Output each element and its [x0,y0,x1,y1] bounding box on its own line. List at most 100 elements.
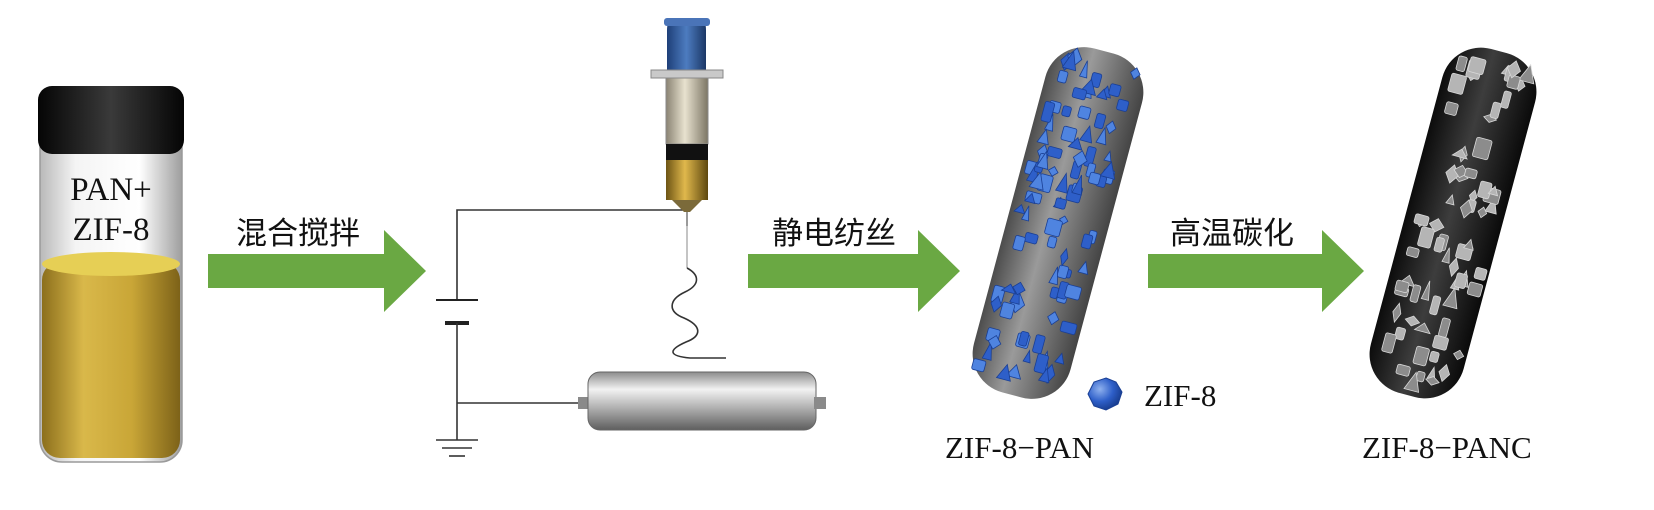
particle [1047,166,1059,177]
particle [1000,283,1017,295]
fiber-whip [671,267,726,359]
particle [1093,113,1107,130]
particle [1500,90,1512,109]
particle [1413,213,1430,227]
particle [1473,267,1488,281]
particle [1409,284,1422,303]
particle [1489,101,1502,120]
particle [1467,56,1487,75]
particle [1487,185,1499,197]
particle [1061,50,1077,72]
syringe-icon [650,18,724,226]
particle [1405,246,1420,258]
vial-label: PAN+ ZIF-8 [55,170,167,250]
particle [1462,238,1474,251]
particle [1060,247,1069,267]
particle [1012,235,1026,252]
vial-label-line2: ZIF-8 [72,212,150,248]
fiber-zif8-pan [971,47,1144,399]
particle [1078,60,1088,79]
vial-liquid-surface [42,252,180,276]
particle [1477,206,1488,219]
particle [1429,295,1442,316]
particle [1403,371,1420,393]
arrows [208,230,1364,312]
particle [1048,266,1059,286]
particle [995,363,1011,382]
particle [1099,161,1116,180]
particle [1095,88,1108,101]
particle [1056,264,1069,279]
legend-zif8-icon [1087,377,1123,411]
particle [1464,167,1478,180]
fiber-label-pan: ZIF-8−PAN [945,430,1094,465]
particle [981,341,992,361]
particle [1417,226,1435,249]
vial [38,86,184,463]
particle [1517,63,1535,85]
particle [1071,87,1088,101]
particle [1103,150,1112,163]
particle [1033,353,1049,374]
fiber-body [1369,47,1537,399]
legend-label: ZIF-8 [1144,378,1217,413]
fiber-label-panc: ZIF-8−PANC [1362,430,1532,465]
particle [1077,260,1089,275]
particle [999,301,1016,320]
step-label-mix: 混合搅拌 [236,216,360,252]
particle [1130,67,1141,80]
particle [1060,125,1078,143]
particle [1057,70,1069,84]
particle [1392,302,1402,324]
particle [1064,284,1082,301]
particle [1506,74,1521,90]
particle [1472,136,1493,161]
particle [1433,236,1445,253]
particle [1395,363,1411,377]
vial-liquid [42,262,180,458]
particle [1506,60,1521,79]
particle [1028,171,1044,191]
particle [1059,320,1078,335]
particle [1077,105,1092,120]
particle [1420,280,1431,301]
step-label-carbonize: 高温碳化 [1170,216,1294,252]
particle [1105,120,1117,135]
particle [1036,128,1049,146]
particle [1447,72,1467,95]
particle [1442,286,1458,310]
particle [1425,376,1440,386]
particle [1455,55,1468,72]
particle [1445,194,1455,206]
particle [1046,146,1063,159]
carbon-particles [1381,55,1535,393]
step-label-electrospin: 静电纺丝 [772,216,896,252]
particle [1067,136,1083,151]
particle [1412,345,1430,367]
particle [1080,233,1094,250]
collector-drum [578,371,826,431]
particle [1088,171,1101,186]
particle [1453,349,1465,361]
vial-label-line1: PAN+ [70,172,152,208]
particle [1095,126,1107,146]
electrospinning-setup [436,18,826,457]
particle [1381,332,1397,354]
particle [1032,334,1046,354]
particle [1432,334,1449,351]
particle [1460,199,1473,219]
particle [1441,247,1450,264]
particle [1404,315,1421,327]
particle [1394,326,1406,341]
particle [1079,124,1093,144]
vial-cap [38,86,184,154]
particle [1054,352,1065,365]
particle [1024,232,1039,245]
particle [1394,279,1410,294]
wire-top [456,209,684,300]
particle [1022,349,1031,364]
arrow-mix [208,230,426,312]
ground-icon [436,439,478,457]
arrow-carbonize [1148,230,1364,312]
